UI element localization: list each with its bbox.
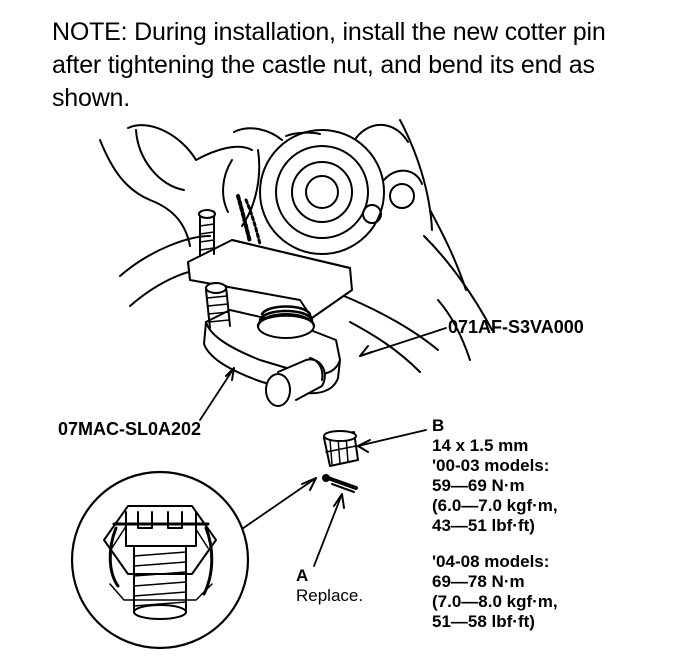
models-00-03-title: '00-03 models: (432, 456, 550, 475)
note-line-3: shown. (52, 84, 131, 112)
torque-nm-04-08: 69—78 N·m (432, 572, 525, 591)
callout-b-letter: B (432, 416, 445, 435)
inset-detail (70, 470, 250, 650)
installation-note: NOTE: During installation, install the n… (52, 16, 672, 115)
callout-a-text: Replace. (296, 586, 364, 605)
torque-kgf-04-08: (7.0—8.0 kgf·m, (432, 592, 558, 611)
tool-label-left: 07MAC-SL0A202 (58, 419, 202, 439)
spacer (432, 536, 558, 552)
thread-size: 14 x 1.5 mm (432, 436, 529, 455)
models-04-08-title: '04-08 models: (432, 552, 550, 571)
callout-b: B 14 x 1.5 mm '00-03 models: 59—69 N·m (… (432, 416, 558, 632)
castle-nut (323, 430, 359, 467)
note-line-1: NOTE: During installation, install the n… (52, 18, 606, 46)
callout-a-letter: A (296, 566, 309, 585)
torque-lbf-00-03: 43—51 lbf·ft) (432, 516, 535, 535)
ball-joint-remover-plate (187, 209, 353, 319)
note-line-2: after tightening the castle nut, and ben… (52, 51, 595, 79)
torque-lbf-04-08: 51—58 lbf·ft) (432, 612, 535, 631)
torque-nm-00-03: 59—69 N·m (432, 476, 525, 495)
ball-joint-remover-body (203, 282, 341, 407)
steering-knuckle-drawing (99, 119, 493, 373)
torque-kgf-00-03: (6.0—7.0 kgf·m, (432, 496, 558, 515)
cotter-pin (322, 474, 358, 493)
callout-a: A Replace. (296, 566, 363, 606)
tool-label-upper: 071AF-S3VA000 (448, 317, 584, 337)
